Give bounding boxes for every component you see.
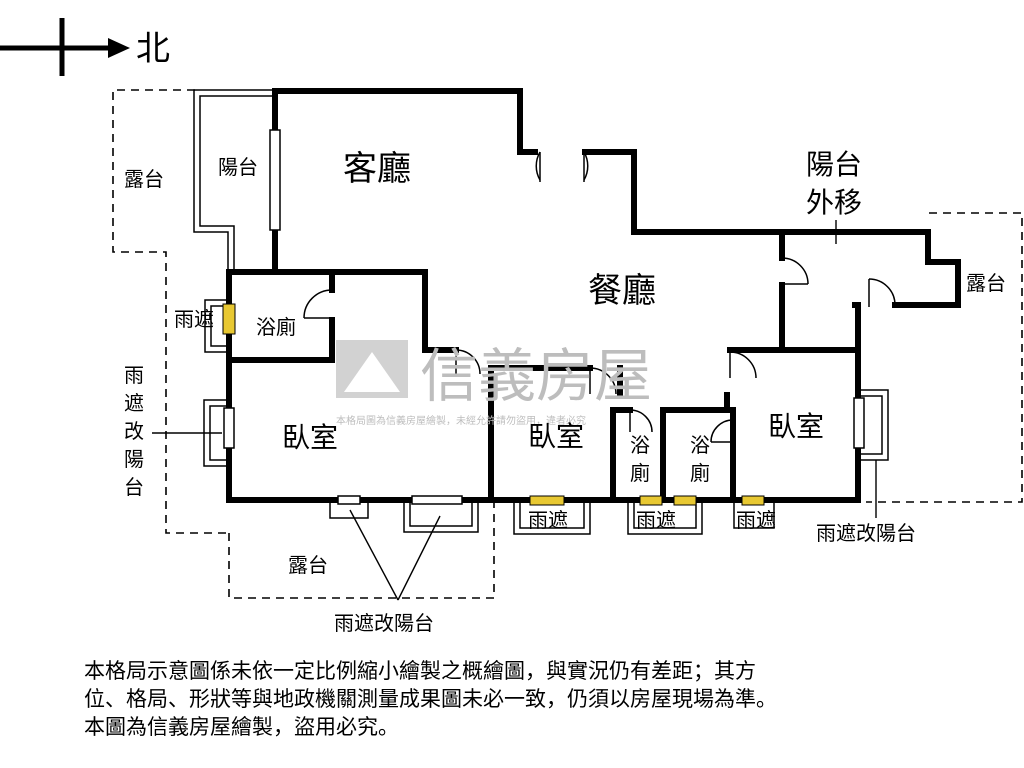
terrace-s-label: 露台 (288, 553, 328, 577)
balcony-moved-label-top: 陽台 (806, 148, 862, 181)
rain-shelter-balcony-w-5: 台 (124, 475, 144, 499)
rain-shelter-balcony-w-4: 陽 (124, 447, 144, 471)
living-room-label: 客廳 (343, 149, 411, 189)
rain-shelter-balcony-w-1: 雨 (124, 363, 144, 387)
terrace-e-label: 露台 (966, 271, 1006, 295)
rain-shelter-s1-label: 雨遮 (528, 508, 568, 532)
bedroom-2-label: 臥室 (528, 420, 584, 453)
terrace-nw-label: 露台 (124, 167, 164, 191)
bath-3-label-top: 浴 (690, 433, 710, 457)
north-arrow: 北 (0, 18, 170, 76)
rain-shelter-balcony-e-label: 雨遮改陽台 (816, 521, 916, 545)
dining-room-label: 餐廳 (588, 271, 656, 311)
disclaimer-line-2: 位、格局、形狀等與地政機關測量成果圖未必一致，仍須以房屋現場為準。 (84, 687, 777, 711)
terrace-outlines (112, 89, 1023, 599)
rain-shelter-s2-label: 雨遮 (636, 508, 676, 532)
walls (226, 88, 961, 503)
windows (223, 129, 865, 505)
watermark-note: 本格局圖為信義房屋繪製，未經允許請勿盜用，違者必究 (336, 414, 586, 427)
bath-1-label: 浴廁 (256, 315, 296, 339)
rain-shelter-balcony-w-3: 改 (124, 419, 144, 443)
watermark: 信義房屋 本格局圖為信義房屋繪製，未經允許請勿盜用，違者必究 (336, 340, 652, 427)
disclaimer-line-3: 本圖為信義房屋繪製，盜用必究。 (84, 715, 399, 739)
disclaimer-line-1: 本格局示意圖係未依一定比例縮小繪製之概繪圖，與實況仍有差距；其方 (84, 659, 756, 683)
balcony-moved-label-bottom: 外移 (806, 186, 862, 219)
bath-2-label-top: 浴 (630, 433, 650, 457)
shelter-markers (222, 303, 765, 506)
bedroom-1-label: 臥室 (282, 421, 338, 454)
shelter-boxes (203, 299, 889, 535)
bath-2-label-bottom: 廁 (630, 461, 650, 485)
rain-shelter-balcony-s-label: 雨遮改陽台 (334, 611, 434, 635)
leader-lines (152, 220, 877, 601)
rain-shelter-label: 雨遮 (174, 307, 214, 331)
doors (303, 151, 896, 443)
living-balcony-label: 陽台 (218, 155, 258, 179)
balcony-outline (193, 89, 273, 272)
watermark-brand: 信義房屋 (420, 342, 652, 410)
disclaimer: 本格局示意圖係未依一定比例縮小繪製之概繪圖，與實況仍有差距；其方 位、格局、形狀… (84, 657, 984, 741)
bedroom-3-label: 臥室 (768, 410, 824, 443)
north-label: 北 (136, 29, 170, 69)
rain-shelter-balcony-w-2: 遮 (124, 391, 144, 415)
rain-shelter-s3-label: 雨遮 (736, 508, 776, 532)
bath-3-label-bottom: 廁 (690, 461, 710, 485)
